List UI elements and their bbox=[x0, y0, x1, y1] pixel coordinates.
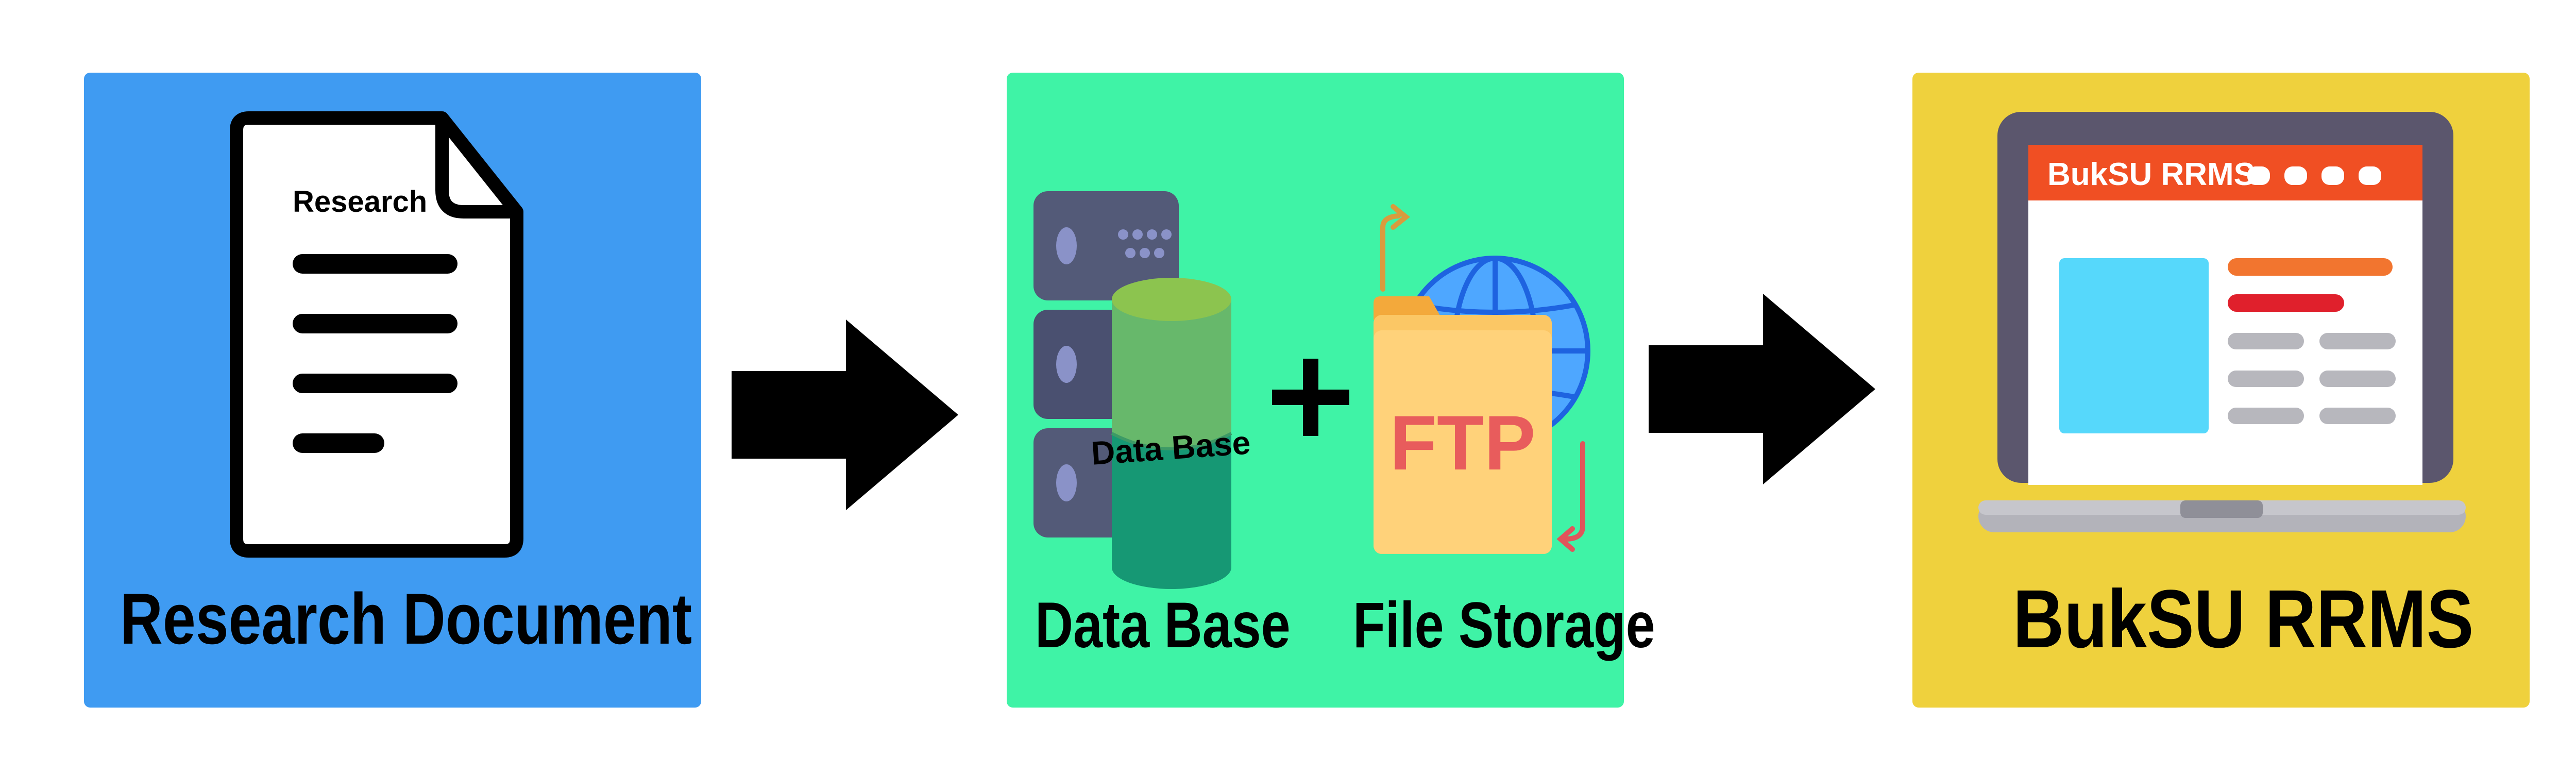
buksu-rrms-panel: BukSU RRMS BukSU RRMS bbox=[1912, 73, 2530, 708]
document-icon: Research bbox=[230, 111, 523, 558]
file-storage-caption: File Storage bbox=[1353, 590, 1655, 661]
plus-icon bbox=[1272, 359, 1349, 436]
research-document-panel: Research Research Document bbox=[84, 73, 701, 708]
folder-icon: FTP bbox=[1374, 296, 1552, 554]
arrow-right-icon bbox=[1649, 294, 1875, 484]
arrow-right-icon bbox=[732, 320, 958, 510]
research-document-caption: Research Document bbox=[120, 578, 692, 659]
upload-arrow-icon bbox=[1380, 204, 1411, 292]
storage-panel: Data Base FTP bbox=[1007, 73, 1655, 708]
doc-heading: Research bbox=[293, 185, 427, 219]
laptop-icon: BukSU RRMS bbox=[1978, 112, 2466, 532]
database-icon: Data Base bbox=[1090, 278, 1251, 589]
download-arrow-icon bbox=[1556, 441, 1585, 552]
ftp-label: FTP bbox=[1389, 399, 1535, 486]
screen-title: BukSU RRMS bbox=[2047, 157, 2255, 192]
buksu-rrms-caption: BukSU RRMS bbox=[2013, 573, 2474, 665]
database-caption: Data Base bbox=[1035, 590, 1291, 661]
